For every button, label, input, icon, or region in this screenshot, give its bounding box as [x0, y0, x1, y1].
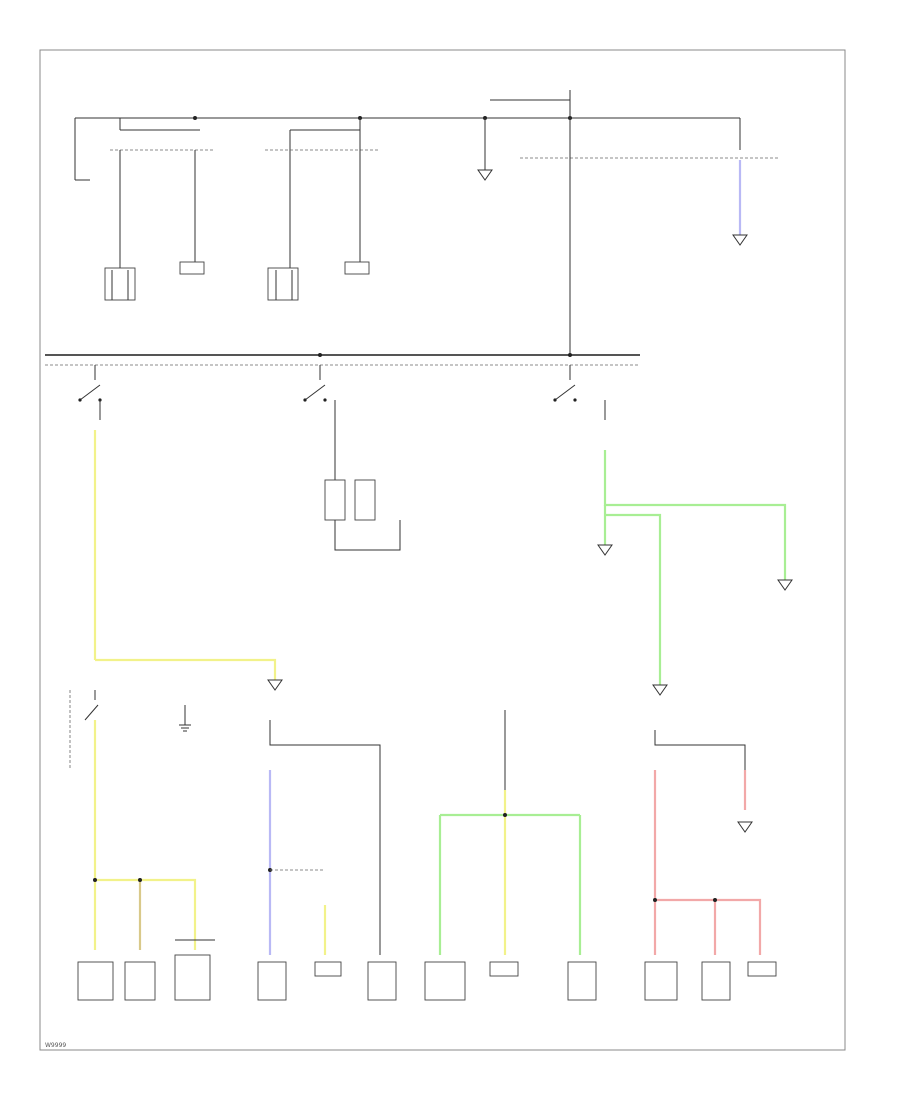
mid-circuits: [93, 430, 793, 732]
diagram-frame: [39, 49, 846, 1051]
lower-section: [69, 690, 777, 1001]
diagram-reference-code: W9999: [45, 1042, 66, 1049]
top-power-section: [74, 90, 780, 355]
ignition-switch-section: [45, 353, 640, 551]
